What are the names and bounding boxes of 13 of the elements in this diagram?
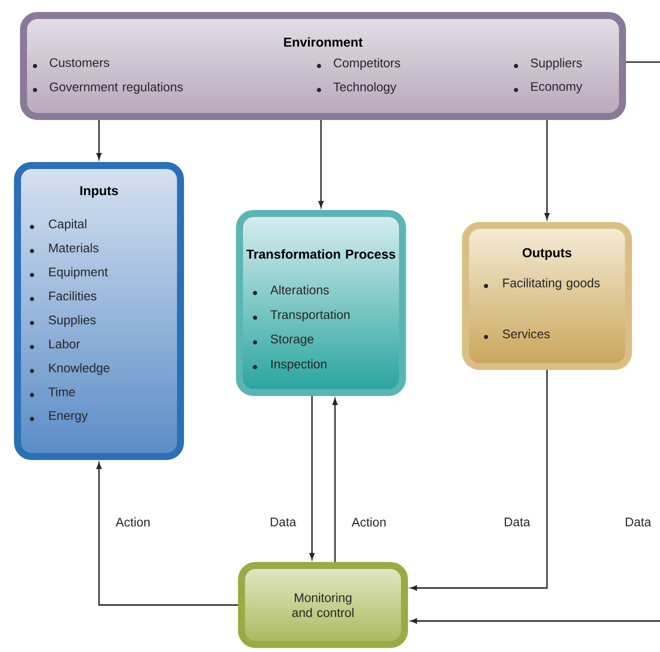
arrow	[318, 120, 324, 208]
arrow	[410, 370, 548, 591]
edge-label: Data	[268, 516, 298, 528]
arrow	[96, 462, 238, 606]
arrow	[96, 120, 102, 160]
edge-label: Data	[502, 516, 532, 528]
edge-label: Data	[623, 516, 653, 528]
arrow	[544, 120, 550, 220]
arrow	[332, 398, 338, 562]
edge-label: Action	[114, 516, 152, 528]
arrow	[309, 396, 315, 560]
rounded-box: Monitoring and control	[238, 562, 408, 648]
edge-label: Action	[350, 516, 388, 528]
